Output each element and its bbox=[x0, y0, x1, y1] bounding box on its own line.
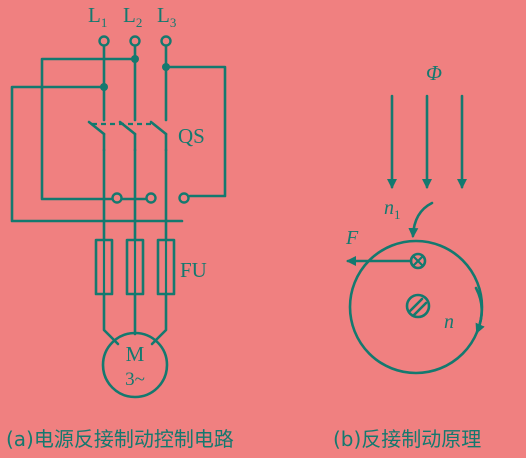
junction-l3 bbox=[162, 63, 170, 71]
conductor-cross-b bbox=[412, 255, 424, 267]
lower-terminal-2 bbox=[145, 192, 157, 204]
switch-blade-l1 bbox=[87, 120, 106, 136]
motor-lead-l1 bbox=[102, 292, 120, 346]
caption-a: (a)电源反接制动控制电路 bbox=[6, 427, 234, 451]
motor-symbol bbox=[101, 331, 169, 399]
shaft-hatch-1 bbox=[408, 297, 424, 313]
n-label: n bbox=[444, 311, 454, 333]
force-label: F bbox=[345, 227, 359, 249]
phase-label-l1: L1 bbox=[88, 3, 107, 30]
principle-panel: Φ n1 F n (b)反接制动原理 bbox=[333, 61, 485, 451]
switch-label: QS bbox=[178, 124, 205, 148]
supply-terminal-l2 bbox=[129, 35, 141, 47]
n1-rotation-arrow bbox=[408, 201, 434, 238]
phase-label-l2: L2 bbox=[123, 3, 142, 30]
phase-label-l3: L3 bbox=[157, 3, 176, 30]
lower-terminal-1 bbox=[111, 192, 123, 204]
motor-phase-label: 3~ bbox=[125, 369, 145, 390]
switch-blade-l3 bbox=[149, 120, 168, 136]
junction-l1 bbox=[100, 83, 108, 91]
motor-label: M bbox=[126, 342, 145, 366]
n1-label: n1 bbox=[384, 197, 401, 222]
shaft-hatch-2 bbox=[412, 301, 428, 317]
rotor-rotation-arrow bbox=[474, 286, 485, 334]
supply-terminal-l3 bbox=[160, 35, 172, 47]
circuit-panel: L1 L2 L3 QS bbox=[6, 3, 234, 451]
supply-terminal-l1 bbox=[98, 35, 110, 47]
loop-l2-to-right bbox=[40, 57, 150, 201]
junction-l2 bbox=[131, 55, 139, 63]
caption-b: (b)反接制动原理 bbox=[333, 427, 481, 451]
motor-lead-l3 bbox=[150, 292, 168, 346]
lower-terminal-3 bbox=[178, 192, 190, 204]
loop-l1-to-right bbox=[10, 85, 184, 223]
flux-label: Φ bbox=[426, 61, 442, 85]
fuse-label: FU bbox=[180, 258, 207, 282]
rotor-shaft bbox=[405, 293, 431, 319]
loop-l3-to-left bbox=[164, 65, 227, 198]
